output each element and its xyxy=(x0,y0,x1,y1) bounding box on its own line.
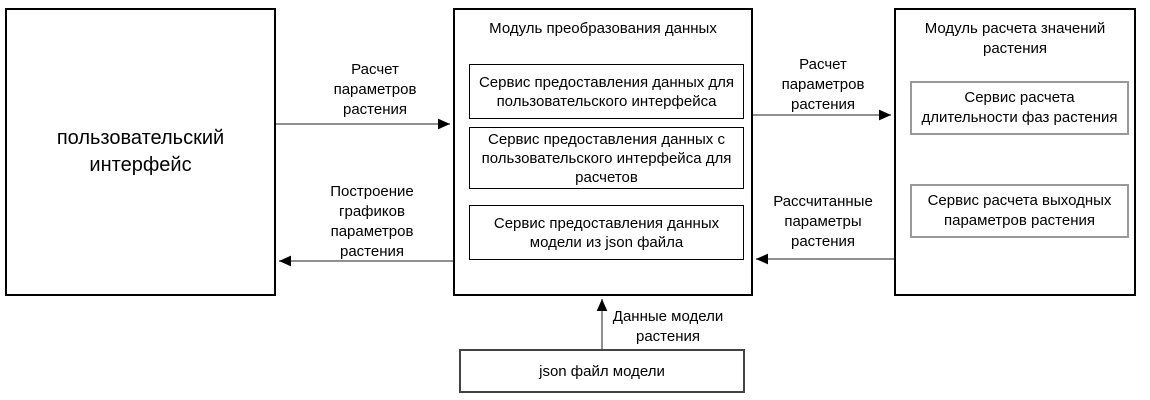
service-box-phase-duration: Сервис расчета длительности фаз растения xyxy=(910,81,1129,135)
arrow-label-json-to-transform: Данные модели растения xyxy=(612,308,724,345)
service-box-ui-data: Сервис предоставления данных для пользов… xyxy=(469,64,744,119)
arrow-label-ui-to-transform: Расчет параметров растения xyxy=(333,61,417,118)
arrow-label-transform-to-ui: Построение графиков параметров растения xyxy=(330,183,414,260)
user-interface-label: пользовательский интерфейс xyxy=(56,127,225,176)
user-interface-box: пользовательский интерфейс xyxy=(5,8,276,296)
service-box-ui-input-data: Сервис предоставления данных с пользоват… xyxy=(469,127,744,189)
arrow-label-calc-to-transform: Рассчитанные параметры растения xyxy=(773,193,873,250)
plant-calc-module-box: Модуль расчета значений растения Сервис … xyxy=(894,8,1136,296)
json-model-file-box: json файл модели xyxy=(459,349,745,393)
service-box-json-model-data: Сервис предоставления данных модели из j… xyxy=(469,205,744,260)
service-box-output-params: Сервис расчета выходных параметров расте… xyxy=(910,184,1129,238)
data-transform-module-title: Модуль преобразования данных xyxy=(489,20,717,37)
arrow-label-transform-to-calc: Расчет параметров растения xyxy=(781,56,865,113)
json-model-file-label: json файл модели xyxy=(539,362,665,380)
data-transform-module-box: Модуль преобразования данных Сервис пред… xyxy=(453,8,753,296)
plant-calc-module-title: Модуль расчета значений растения xyxy=(924,20,1106,57)
